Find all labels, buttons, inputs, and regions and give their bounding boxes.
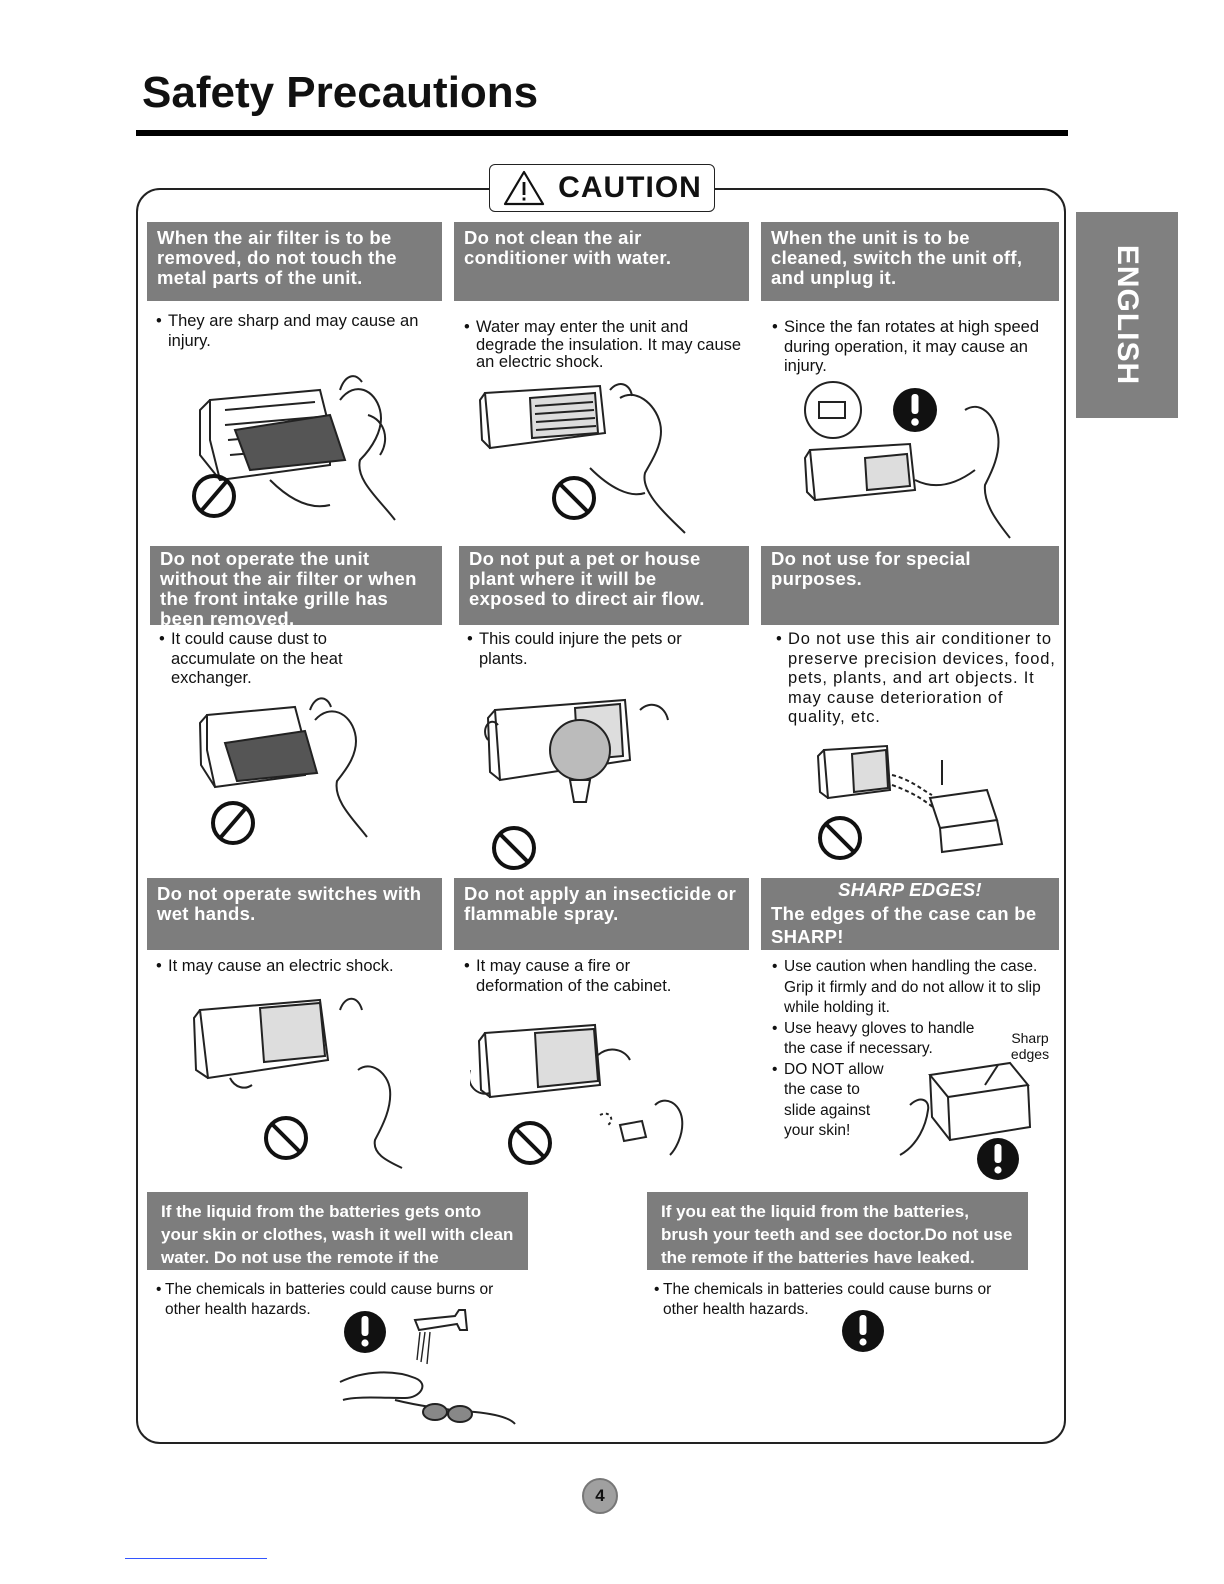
mandatory-icon bbox=[893, 388, 937, 432]
wash-hands-illustration bbox=[339, 1309, 516, 1425]
page-title: Safety Precautions bbox=[142, 68, 539, 117]
panel-header: Do not use for special purposes. bbox=[761, 546, 1059, 625]
panel-text: Do not use this air conditioner to prese… bbox=[776, 630, 1056, 728]
unplug-illustration bbox=[803, 381, 1011, 539]
language-label: ENGLISH bbox=[1111, 244, 1145, 386]
language-tab: ENGLISH bbox=[1076, 212, 1178, 418]
no-filter-illustration bbox=[198, 697, 368, 845]
special-purpose-illustration bbox=[816, 744, 1004, 860]
panel-text: They are sharp and may cause an injury. bbox=[156, 312, 436, 351]
battery-panel-header: If you eat the liquid from the batteries… bbox=[647, 1192, 1028, 1270]
panel-header: SHARP EDGES! The edges of the case can b… bbox=[761, 878, 1059, 950]
panel-header: When the unit is to be cleaned, switch t… bbox=[761, 222, 1059, 301]
prohibition-icon bbox=[492, 826, 536, 870]
title-rule bbox=[136, 130, 1068, 136]
panel-text: Since the fan rotates at high speed duri… bbox=[772, 318, 1042, 377]
footer-line bbox=[125, 1558, 267, 1559]
panel-header: Do not operate switches with wet hands. bbox=[147, 878, 442, 950]
prohibition-icon bbox=[211, 801, 255, 845]
filter-removal-illustration bbox=[192, 375, 396, 521]
mandatory-icon bbox=[344, 1311, 386, 1353]
sharp-edges-label: Sharp edges bbox=[1010, 1030, 1050, 1062]
warning-triangle-icon bbox=[504, 170, 545, 206]
sharp-edges-illustration bbox=[899, 1061, 1032, 1180]
panel-text: It may cause an electric shock. bbox=[156, 957, 436, 977]
panel-text: The chemicals in batteries could cause b… bbox=[654, 1280, 1024, 1319]
prohibition-icon bbox=[818, 816, 862, 860]
panel-header-text: The edges of the case can be SHARP! bbox=[771, 903, 1037, 947]
panel-text: Water may enter the unit and degrade the… bbox=[464, 318, 744, 372]
wet-hands-illustration bbox=[192, 997, 403, 1169]
caution-banner: CAUTION bbox=[489, 164, 715, 212]
panel-header: Do not clean the air conditioner with wa… bbox=[454, 222, 749, 301]
panel-text: It may cause a fire or deformation of th… bbox=[464, 957, 714, 996]
panel-text: Use caution when handling the case. Grip… bbox=[772, 957, 1057, 1142]
page-number: 4 bbox=[582, 1478, 618, 1514]
panel-text: This could injure the pets or plants. bbox=[467, 630, 707, 669]
prohibition-icon bbox=[552, 476, 596, 520]
bullet-item: DO NOT allow the case to slide against y… bbox=[772, 1060, 884, 1142]
water-cleaning-illustration bbox=[478, 383, 686, 534]
prohibition-icon bbox=[264, 1116, 308, 1160]
panel-header: Do not operate the unit without the air … bbox=[150, 546, 442, 629]
panel-text: It could cause dust to accumulate on the… bbox=[159, 630, 409, 689]
battery-panel-header: If the liquid from the batteries gets on… bbox=[147, 1192, 528, 1290]
panel-header: Do not put a pet or house plant where it… bbox=[459, 546, 749, 625]
insecticide-spray-illustration bbox=[470, 1023, 684, 1165]
panel-header-emphasis: SHARP EDGES! bbox=[838, 879, 982, 900]
prohibition-icon bbox=[192, 474, 236, 518]
panel-header: When the air filter is to be removed, do… bbox=[147, 222, 442, 301]
panel-text: The chemicals in batteries could cause b… bbox=[156, 1280, 526, 1319]
panel-header: Do not apply an insecticide or flammable… bbox=[454, 878, 749, 950]
mandatory-icon bbox=[842, 1310, 884, 1352]
bullet-item: Use heavy gloves to handle the case if n… bbox=[772, 1019, 984, 1060]
mandatory-icon bbox=[977, 1138, 1019, 1180]
pet-plant-illustration bbox=[484, 698, 669, 870]
bullet-item: Use caution when handling the case. Grip… bbox=[772, 957, 1057, 1019]
caution-label: CAUTION bbox=[558, 171, 702, 204]
prohibition-icon bbox=[508, 1121, 552, 1165]
